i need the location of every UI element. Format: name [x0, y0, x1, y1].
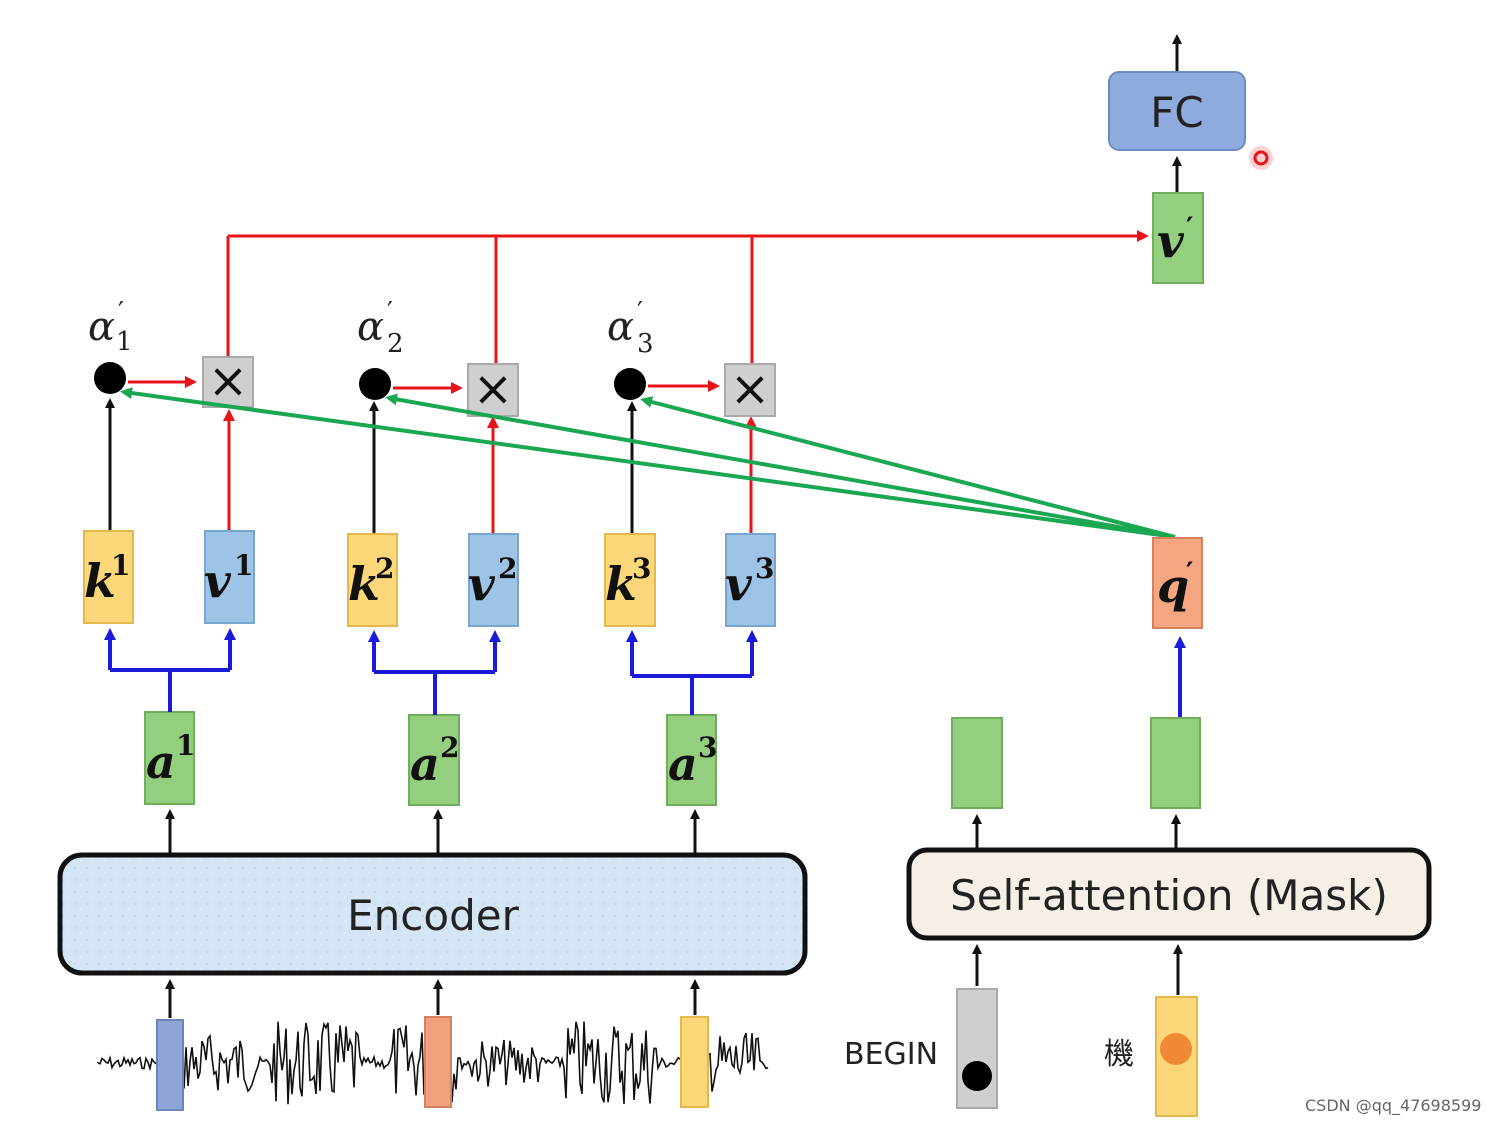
blue-split-1 — [104, 628, 236, 712]
v3-index: 3 — [755, 552, 774, 585]
alpha-node-2 — [359, 368, 391, 400]
alpha1-symbol: α — [88, 304, 115, 350]
alpha3-prime: ′ — [637, 297, 643, 327]
k1-symbol: k — [84, 554, 116, 608]
multiply-box-3: × — [724, 361, 776, 417]
v2-symbol: v — [468, 557, 496, 611]
a-vector-3: a 3 — [666, 714, 717, 806]
encoder-block — [57, 852, 808, 976]
a2-index: 2 — [440, 731, 459, 764]
alpha-label-1: α ′ 1 — [88, 297, 133, 357]
self-attention-block — [906, 847, 1432, 941]
token-vector — [1155, 996, 1198, 1117]
a2-symbol: a — [410, 737, 440, 791]
v-vector-2: v 2 — [468, 533, 519, 627]
laser-pointer-dot — [1249, 146, 1273, 170]
red-sum-lines — [226, 230, 1149, 363]
alpha2-symbol: α — [357, 304, 384, 350]
v1-symbol: v — [204, 554, 232, 608]
fc-block: FC — [1108, 71, 1246, 151]
alpha-label-2: α ′ 2 — [357, 297, 404, 359]
alpha3-sub: 3 — [637, 329, 654, 359]
multiply-box-1: × — [202, 353, 254, 409]
decoder-output-1 — [951, 717, 1003, 809]
a-vector-1: a 1 — [144, 711, 195, 805]
k2-symbol: k — [348, 557, 380, 611]
v2-index: 2 — [498, 552, 517, 585]
watermark: CSDN @qq_47698599 — [1305, 1096, 1481, 1116]
v1-index: 1 — [234, 549, 253, 582]
k-vector-3: k 3 — [604, 533, 656, 627]
input-frame-3 — [680, 1016, 709, 1108]
multiply-box-2: × — [467, 361, 519, 417]
k-vector-1: k 1 — [83, 530, 134, 624]
encoder-label: Encoder — [347, 891, 519, 940]
multiply-symbol-1: × — [208, 353, 248, 409]
alpha1-sub: 1 — [116, 327, 133, 357]
k3-index: 3 — [632, 552, 651, 585]
multiply-symbol-2: × — [473, 361, 513, 417]
v-prime-symbol: v — [1157, 214, 1185, 268]
k1-index: 1 — [111, 549, 130, 582]
alpha2-prime: ′ — [387, 297, 393, 327]
begin-label: BEGIN — [844, 1037, 938, 1072]
begin-token — [956, 988, 998, 1109]
a-vector-2: a 2 — [408, 714, 460, 806]
a3-index: 3 — [698, 731, 717, 764]
alpha2-sub: 2 — [387, 329, 404, 359]
green-query-arrows — [120, 387, 1176, 539]
alpha1-prime: ′ — [118, 297, 124, 327]
v-vector-3: v 3 — [725, 533, 776, 627]
k3-symbol: k — [605, 557, 637, 611]
input-frame-2 — [424, 1016, 452, 1108]
alpha-label-3: α ′ 3 — [607, 297, 654, 359]
alpha-node-1 — [94, 362, 126, 394]
alpha-node-3 — [614, 368, 646, 400]
q-prime-vector: q ′ — [1152, 537, 1203, 629]
token-label: 機 — [1104, 1037, 1134, 1072]
a3-symbol: a — [668, 737, 698, 791]
blue-split-3 — [626, 630, 758, 715]
blue-split-2 — [368, 630, 501, 715]
a1-index: 1 — [176, 729, 195, 762]
v3-symbol: v — [725, 557, 753, 611]
q-prime-symbol: q — [1157, 559, 1189, 613]
v-vector-1: v 1 — [204, 530, 255, 624]
k2-index: 2 — [375, 552, 394, 585]
v-prime-mark: ′ — [1186, 211, 1193, 244]
q-prime-mark: ′ — [1186, 556, 1193, 589]
k-vector-2: k 2 — [347, 533, 398, 627]
input-frame-1 — [156, 1019, 184, 1111]
multiply-symbol-3: × — [730, 361, 770, 417]
fc-label: FC — [1150, 88, 1203, 137]
decoder-output-2 — [1150, 717, 1201, 809]
a1-symbol: a — [146, 735, 176, 789]
alpha3-symbol: α — [607, 304, 634, 350]
self-attention-label: Self-attention (Mask) — [950, 871, 1388, 920]
v-prime-vector: v ′ — [1152, 192, 1204, 284]
